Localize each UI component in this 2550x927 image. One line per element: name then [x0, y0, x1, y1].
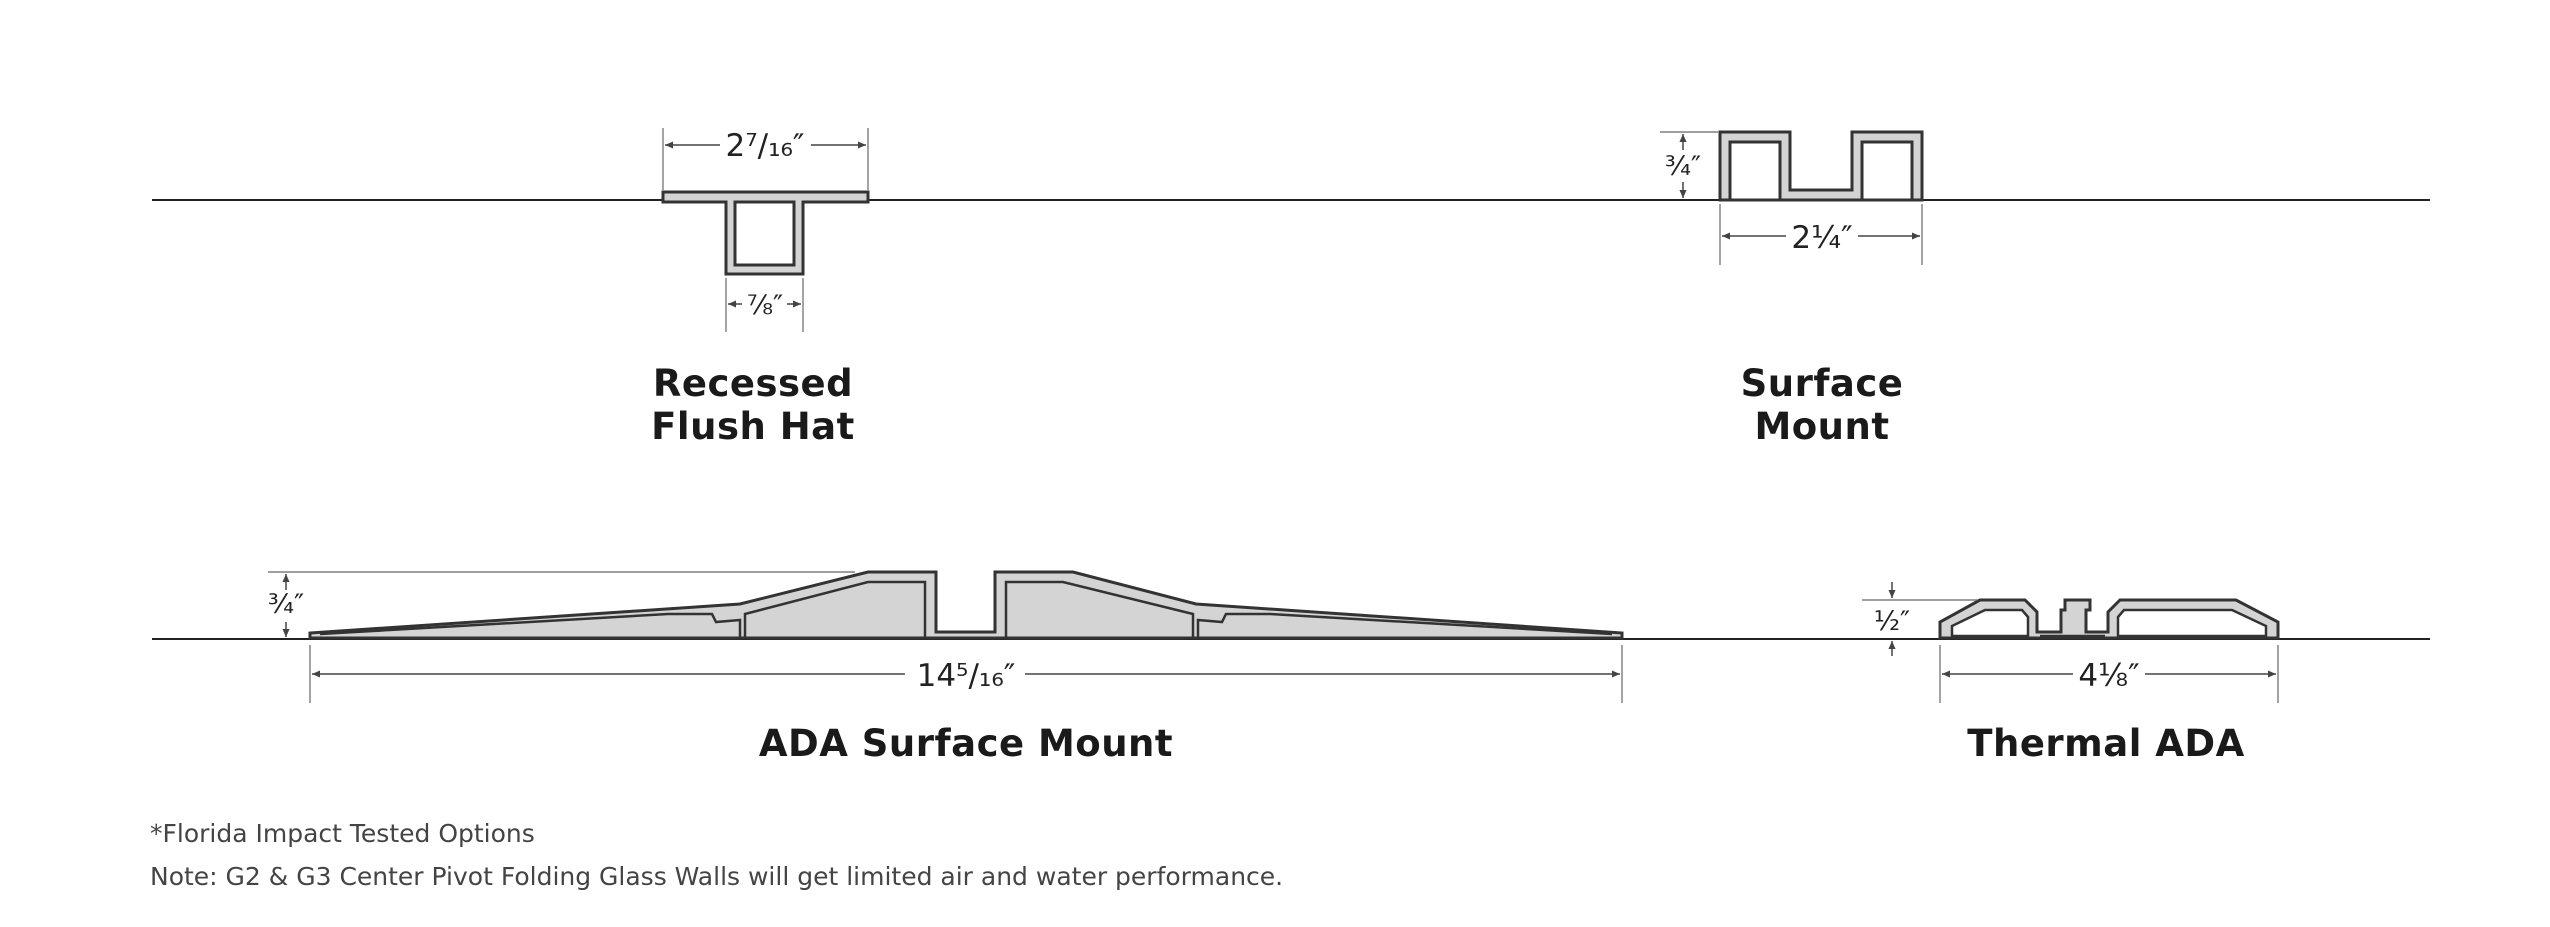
performance-note: Note: G2 & G3 Center Pivot Folding Glass…	[150, 862, 1284, 891]
thermal-width-dim: 4⅛″	[2078, 658, 2139, 694]
recessed-label-line1: Recessed	[653, 362, 853, 405]
recessed-flush-hat-profile: 2⁷/₁₆″ ⅞″ Recessed Flush Hat	[651, 128, 870, 448]
ada-height-dim: ¾″	[268, 589, 304, 620]
ada-width-dim: 14⁵/₁₆″	[917, 658, 1016, 694]
ada-surface-mount-profile: ¾″ 14⁵/₁₆″ ADA Surface Mount	[268, 570, 1624, 765]
recessed-inner-dim: ⅞″	[747, 290, 783, 321]
thermal-ada-profile: ½″ 4⅛″ Thermal ADA	[1862, 582, 2280, 765]
surface-width-dim: 2¼″	[1791, 220, 1852, 256]
surface-label-line2: Mount	[1754, 405, 1889, 448]
notes-section: *Florida Impact Tested Options Note: G2 …	[150, 812, 1283, 898]
impact-note: *Florida Impact Tested Options	[150, 819, 535, 848]
surface-label-line1: Surface	[1741, 362, 1904, 405]
thermal-height-dim: ½″	[1874, 606, 1910, 637]
surface-height-dim: ¾″	[1665, 151, 1701, 182]
ada-label: ADA Surface Mount	[759, 722, 1173, 765]
surface-mount-profile: ¾″ 2¼″ Surface Mount	[1660, 130, 1924, 448]
recessed-width-dim: 2⁷/₁₆″	[725, 128, 804, 164]
recessed-label-line2: Flush Hat	[651, 405, 855, 448]
thermal-label: Thermal ADA	[1967, 722, 2245, 765]
